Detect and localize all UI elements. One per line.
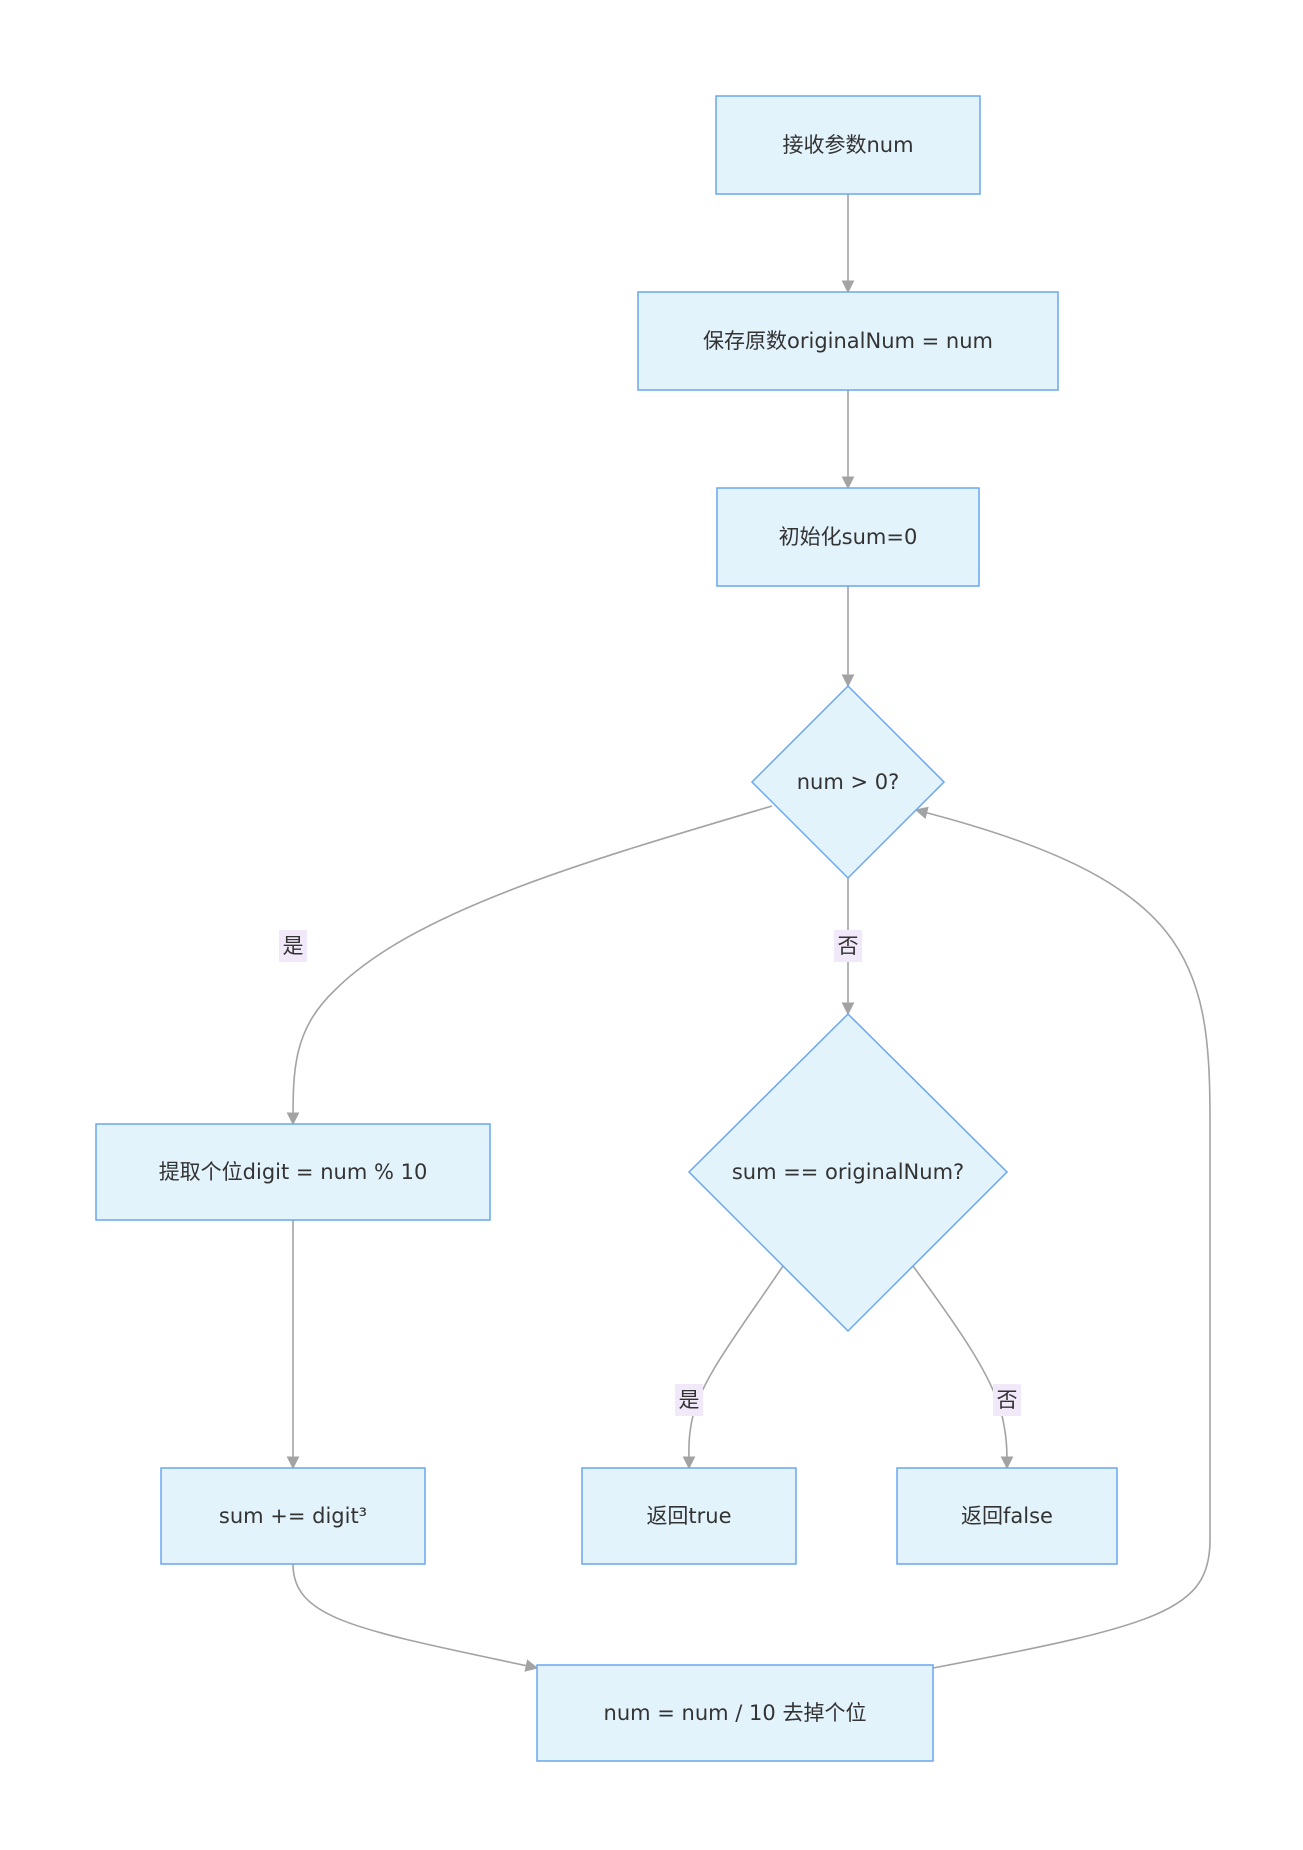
node-add-cube: sum += digit³ xyxy=(160,1467,426,1565)
node-save-original-label: 保存原数originalNum = num xyxy=(703,329,993,353)
label-bg-check-no xyxy=(834,930,862,962)
edges xyxy=(286,194,1211,1672)
node-return-true: 返回true xyxy=(581,1467,797,1565)
edge-label-check-no: 否 xyxy=(838,934,859,958)
node-save-original: 保存原数originalNum = num xyxy=(637,291,1059,391)
node-add-cube-label: sum += digit³ xyxy=(219,1504,367,1528)
edge-labels: 是 否 是 否 xyxy=(279,930,1021,1416)
edge-label-equal-yes: 是 xyxy=(679,1388,700,1412)
node-extract-digit-label: 提取个位digit = num % 10 xyxy=(159,1160,428,1184)
node-extract-digit: 提取个位digit = num % 10 xyxy=(95,1123,491,1221)
edge-drop-to-check xyxy=(914,806,1211,1669)
node-check-num: num > 0? xyxy=(750,684,946,880)
node-init-sum: 初始化sum=0 xyxy=(716,487,980,587)
label-bg-equal-no xyxy=(993,1384,1021,1416)
edge-equal-yes-to-true xyxy=(682,1265,784,1470)
node-check-equal: sum == originalNum? xyxy=(687,1012,1009,1333)
node-drop-digit-label: num = num / 10 去掉个位 xyxy=(604,1701,867,1725)
node-return-false: 返回false xyxy=(896,1467,1118,1565)
node-check-num-label: num > 0? xyxy=(797,770,900,794)
node-receive-param-label: 接收参数num xyxy=(782,133,913,157)
node-drop-digit: num = num / 10 去掉个位 xyxy=(536,1664,934,1762)
node-check-equal-label: sum == originalNum? xyxy=(732,1160,964,1184)
edge-label-equal-no: 否 xyxy=(997,1388,1018,1412)
edge-check-yes-to-extract xyxy=(286,805,773,1126)
edge-label-check-yes: 是 xyxy=(283,934,304,958)
nodes: 接收参数num 保存原数originalNum = num 初始化sum=0 n… xyxy=(95,95,1118,1762)
edge-add-to-drop xyxy=(292,1563,539,1672)
node-init-sum-label: 初始化sum=0 xyxy=(779,525,918,549)
node-return-false-label: 返回false xyxy=(961,1504,1053,1528)
node-return-true-label: 返回true xyxy=(646,1504,731,1528)
node-receive-param: 接收参数num xyxy=(715,95,981,195)
label-bg-equal-yes xyxy=(675,1384,703,1416)
label-bg-check-yes xyxy=(279,930,307,962)
edge-equal-no-to-false xyxy=(912,1265,1014,1470)
